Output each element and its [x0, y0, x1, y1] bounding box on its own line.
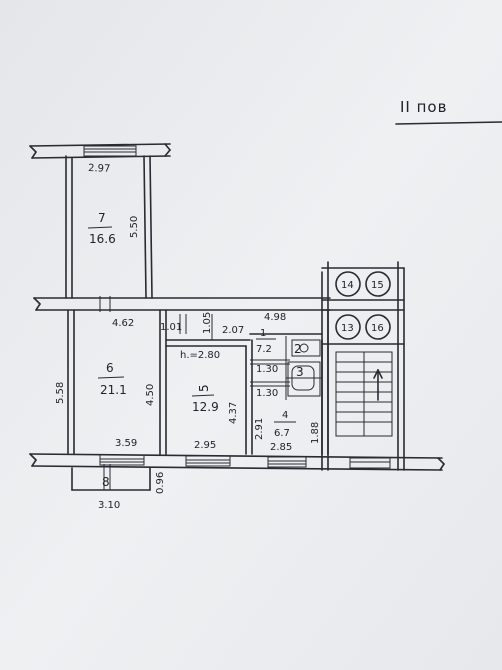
middle-wall: [33, 296, 331, 312]
room-6-width: 4.62: [112, 318, 134, 329]
room-7-number: 7: [98, 211, 106, 225]
dim-105: 1.05: [202, 312, 213, 334]
room-4-length-right: 1.88: [310, 422, 321, 444]
dim-130-a: 1.30: [256, 364, 278, 375]
room-2-number: 2: [294, 342, 302, 356]
dim-130-b: 1.30: [256, 388, 278, 399]
lower-walls: [29, 309, 445, 471]
room-6-depth: 4.50: [145, 384, 156, 406]
dim-207: 2.07: [222, 325, 244, 336]
room-8-number: 8: [102, 475, 110, 489]
room-8-depth: 0.96: [155, 472, 166, 494]
room-6-area: 21.1: [100, 383, 127, 397]
room-5-height: h.=2.80: [180, 350, 220, 361]
room-1-area: 7.2: [256, 344, 272, 355]
balcony-8-outline: [71, 464, 151, 491]
room-5-number: 5: [197, 384, 211, 392]
room-5-area: 12.9: [192, 400, 219, 414]
room-1-number: 1: [260, 328, 266, 339]
room-6-width-bottom: 3.59: [115, 438, 137, 449]
room-4-width: 2.85: [270, 442, 292, 453]
dim-101: 1.01: [160, 322, 182, 333]
shaft-16-circle: [365, 314, 391, 340]
room-4-area: 6.7: [274, 428, 290, 439]
room-1-width: 4.98: [264, 312, 286, 323]
stairwell: [321, 261, 405, 471]
room-7-walls: [29, 143, 171, 299]
room-7-fraction-line: [87, 226, 113, 229]
page-title: II пов: [400, 98, 447, 116]
room-4-number: 4: [282, 410, 288, 421]
shaft-13-circle: [335, 314, 361, 340]
room-5-fraction-line: [191, 394, 215, 397]
shaft-16-label: 16: [371, 323, 384, 334]
room-6-number: 6: [106, 361, 114, 375]
shaft-14-circle: [335, 271, 361, 297]
title-underline: [395, 121, 502, 125]
room-4-length-left: 2.91: [254, 418, 265, 440]
room-6-length: 5.58: [55, 382, 66, 404]
room-5-length: 4.37: [228, 402, 239, 424]
room-7-area: 16.6: [89, 232, 116, 246]
room-7-width: 2.97: [88, 163, 111, 175]
shaft-14-label: 14: [341, 280, 354, 291]
shaft-15-circle: [365, 271, 391, 297]
room-8-width: 3.10: [98, 500, 120, 511]
room-7-length: 5.50: [129, 216, 140, 238]
bathroom-block: [249, 333, 323, 400]
room-5-width: 2.95: [194, 440, 216, 451]
room-6-fraction-line: [97, 376, 125, 379]
shaft-13-label: 13: [341, 323, 354, 334]
shaft-15-label: 15: [371, 280, 384, 291]
room-3-number: 3: [296, 365, 304, 379]
